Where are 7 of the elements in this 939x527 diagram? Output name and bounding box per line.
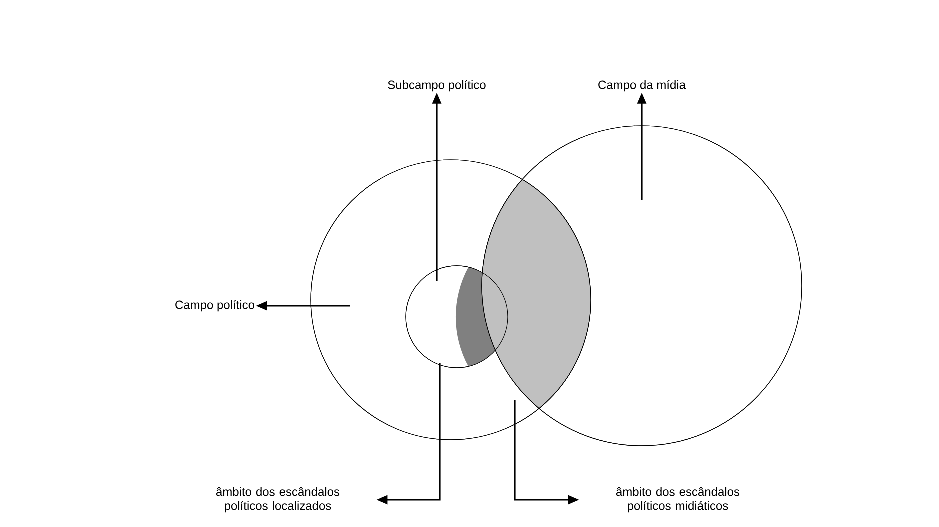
label: Campo da mídia xyxy=(598,80,686,92)
label: Subcampo político xyxy=(388,80,486,92)
label: Campo político xyxy=(176,300,254,312)
label: âmbito dos escândalos políticos midiáticos xyxy=(616,487,740,513)
shaded-region xyxy=(482,179,592,409)
shaded-region xyxy=(456,267,496,367)
label: âmbito dos escândalos políticos localizados xyxy=(216,487,340,513)
